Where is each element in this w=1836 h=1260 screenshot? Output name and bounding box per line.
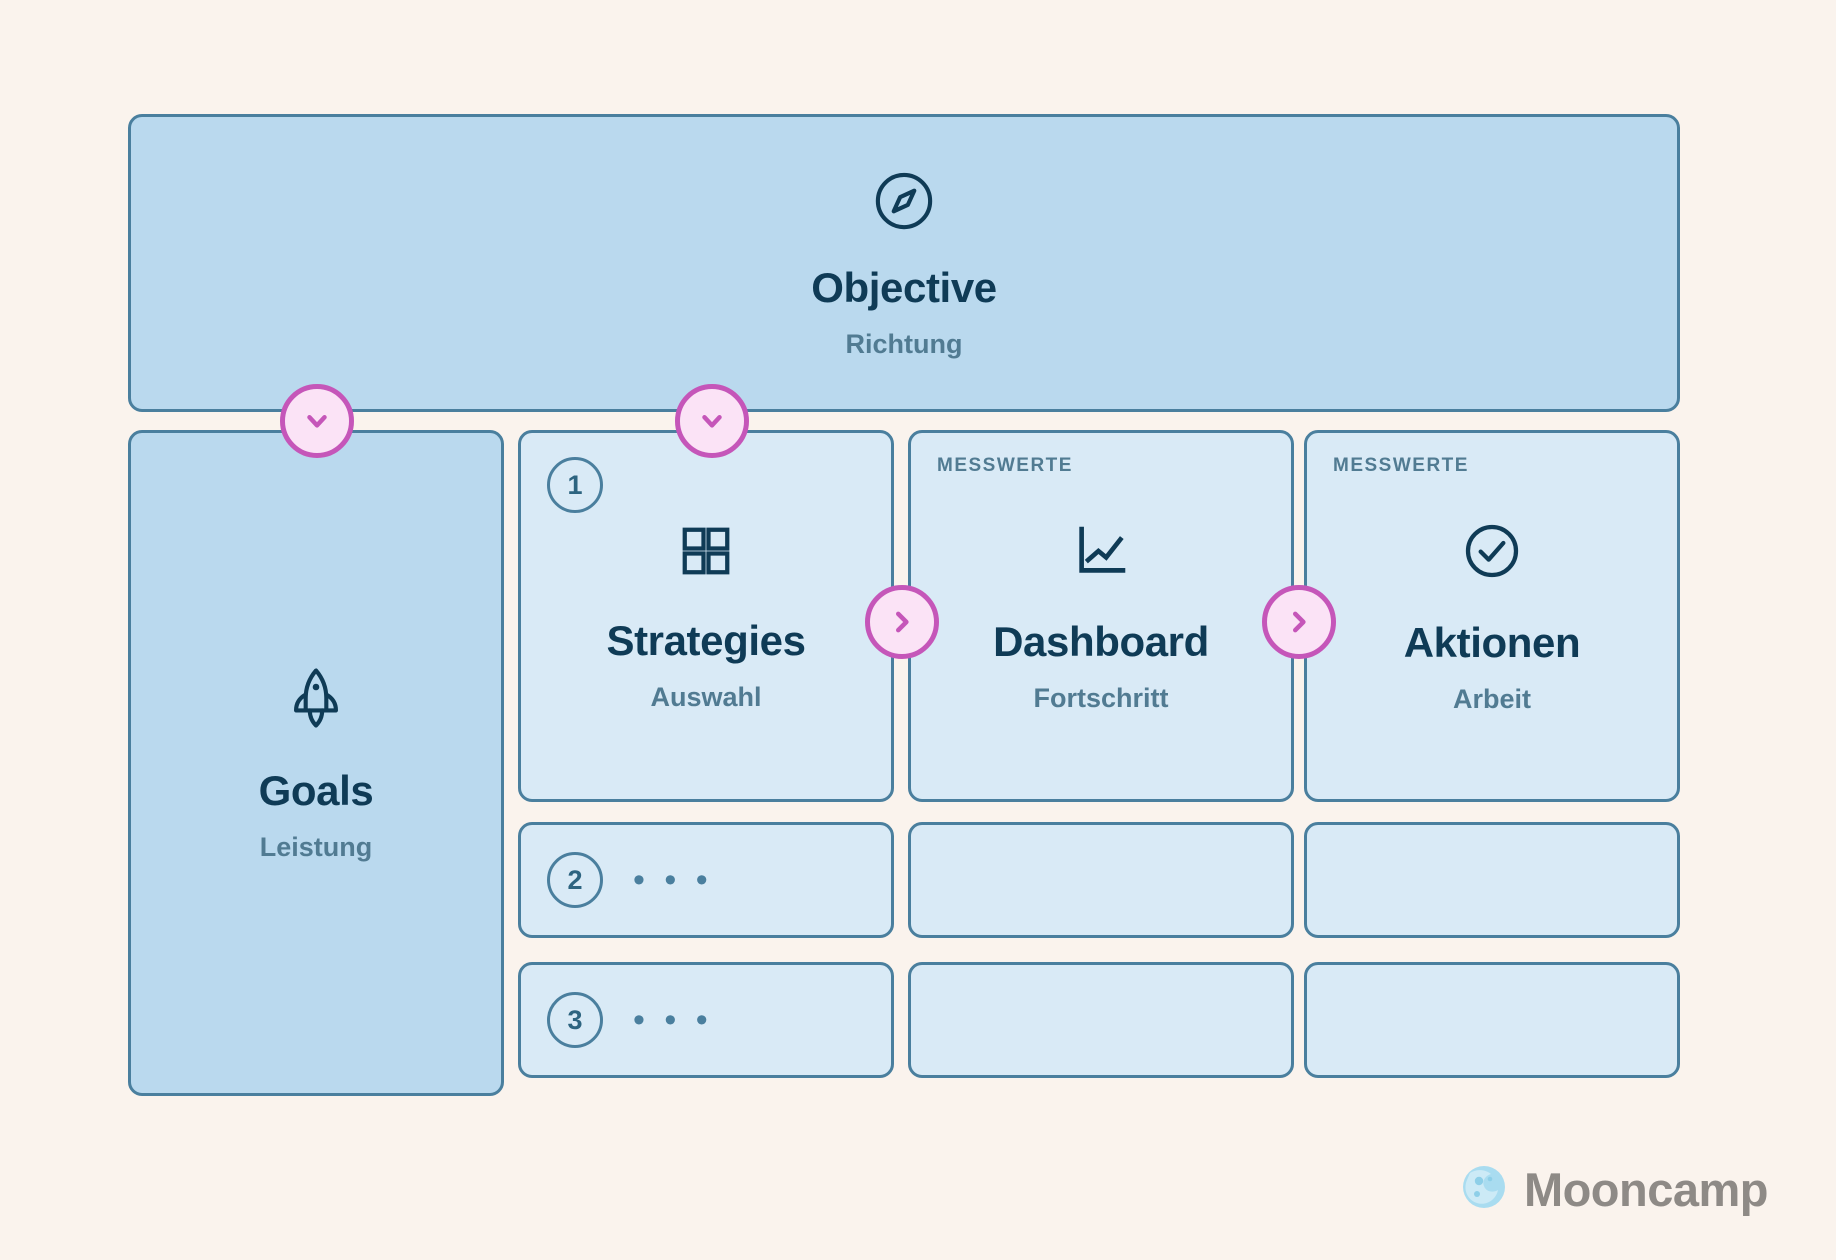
dashboard-title: Dashboard (993, 618, 1209, 665)
row-2-number-badge: 2 (547, 852, 603, 908)
dashboard-row-3[interactable] (908, 962, 1294, 1078)
objective-title: Objective (811, 264, 997, 311)
strategies-card[interactable]: 1 Strategies Auswahl (518, 430, 894, 802)
row-3-placeholder: • • • (633, 1001, 713, 1039)
dashboard-row-2[interactable] (908, 822, 1294, 938)
dashboard-kicker: MESSWERTE (937, 455, 1073, 476)
goals-card[interactable]: Goals Leistung (128, 430, 504, 1096)
goals-subtitle: Leistung (259, 832, 373, 862)
strategies-title: Strategies (606, 617, 806, 664)
chevron-right-icon-dashboard-to-aktionen[interactable] (1262, 585, 1336, 659)
goals-title: Goals (258, 767, 374, 814)
line-chart-icon (1070, 520, 1132, 587)
mooncamp-logo: Mooncamp (1460, 1163, 1769, 1216)
aktionen-kicker: MESSWERTE (1333, 455, 1469, 476)
objective-card[interactable]: Objective Richtung (128, 114, 1680, 412)
moon-icon (1460, 1163, 1508, 1216)
aktionen-card[interactable]: MESSWERTE Aktionen Arbeit (1304, 430, 1680, 802)
aktionen-title: Aktionen (1403, 619, 1581, 666)
chevron-down-icon-objective-to-goals[interactable] (280, 384, 354, 458)
compass-icon (871, 168, 937, 239)
row-3-number-badge: 3 (547, 992, 603, 1048)
chevron-right-icon-strategies-to-dashboard[interactable] (865, 585, 939, 659)
aktionen-row-2[interactable] (1304, 822, 1680, 938)
dashboard-subtitle: Fortschritt (1033, 683, 1169, 713)
strategies-number-badge: 1 (547, 457, 603, 513)
rocket-icon (283, 665, 349, 736)
row-2-placeholder: • • • (633, 861, 713, 899)
mooncamp-wordmark: Mooncamp (1523, 1163, 1769, 1216)
objective-subtitle: Richtung (845, 329, 963, 359)
check-circle-icon (1460, 519, 1524, 588)
aktionen-row-3[interactable] (1304, 962, 1680, 1078)
dashboard-card[interactable]: MESSWERTE Dashboard Fortschritt (908, 430, 1294, 802)
grid-icon (676, 521, 736, 586)
strategies-subtitle: Auswahl (650, 682, 762, 712)
chevron-down-icon-objective-to-strategies[interactable] (675, 384, 749, 458)
strategies-row-3[interactable]: 3 • • • (518, 962, 894, 1078)
aktionen-subtitle: Arbeit (1452, 684, 1531, 714)
strategies-row-2[interactable]: 2 • • • (518, 822, 894, 938)
